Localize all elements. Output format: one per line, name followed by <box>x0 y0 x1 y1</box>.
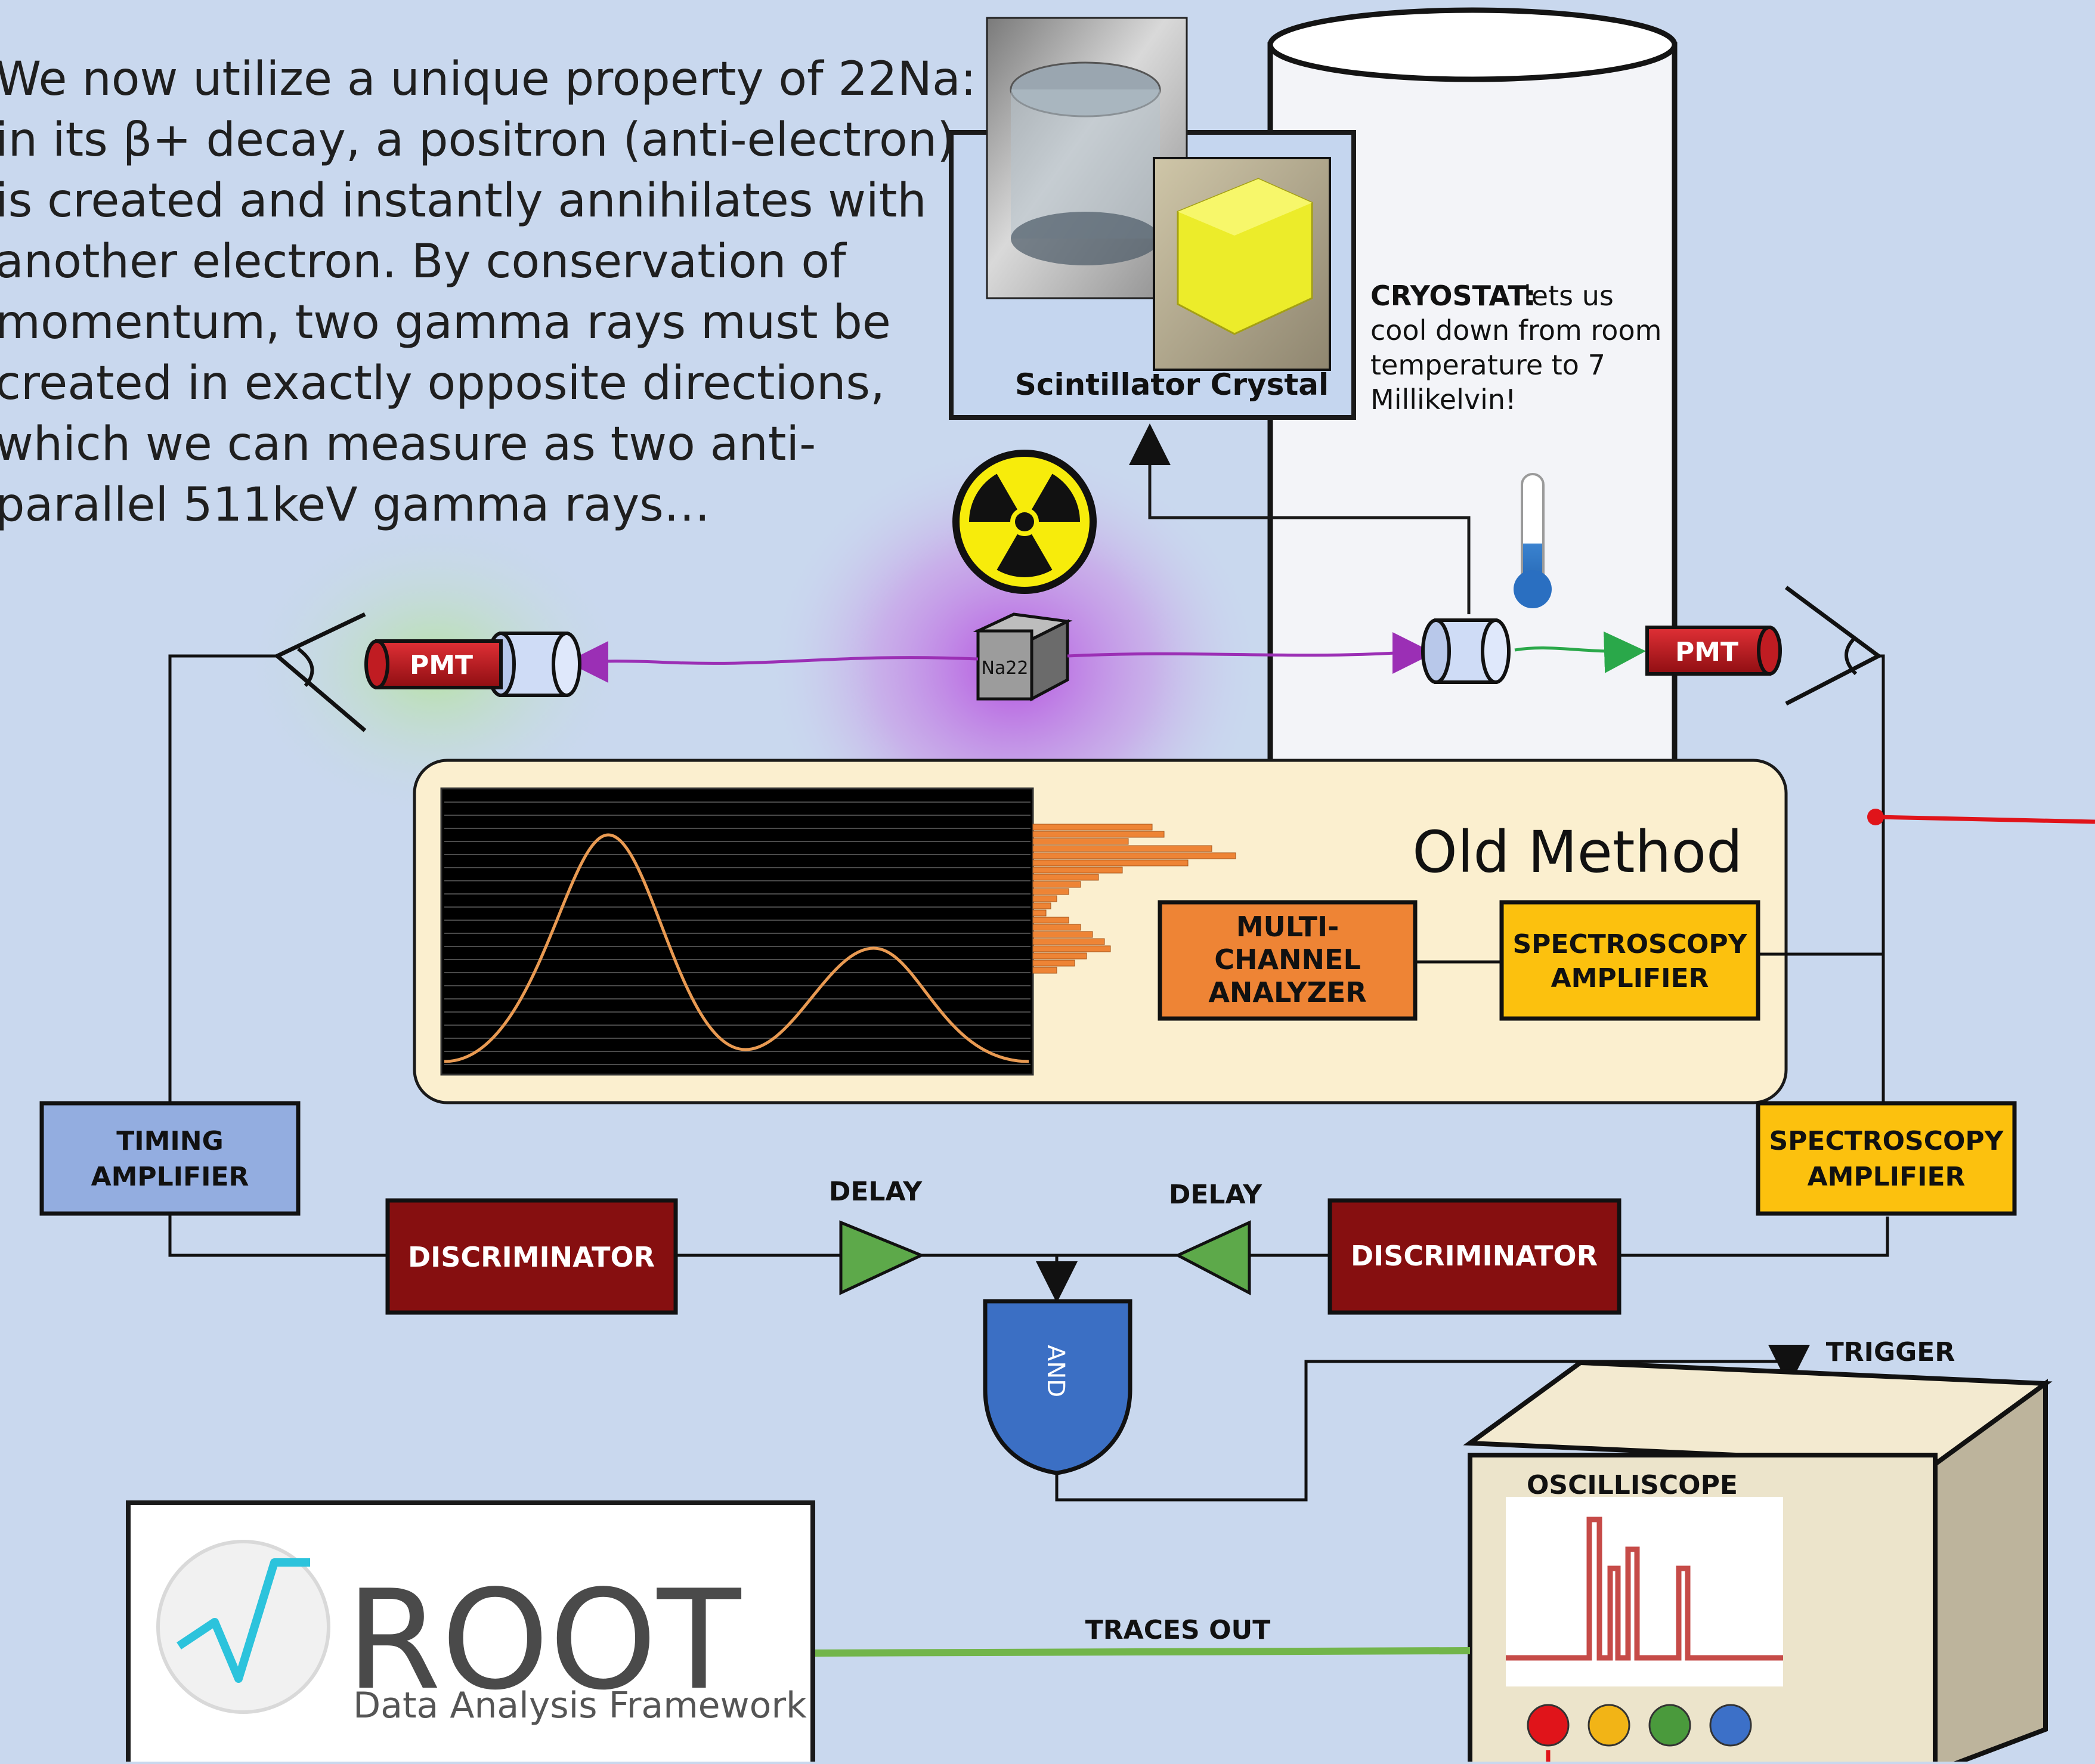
eye-icon <box>1784 586 1883 706</box>
spectrum-curve <box>444 833 1029 1063</box>
histogram-bar <box>1032 938 1105 945</box>
pmt-left-label: PMT <box>410 650 473 680</box>
histogram-bar <box>1032 888 1069 895</box>
light-to-pmt <box>1514 631 1646 673</box>
source-label: Na22 <box>982 658 1029 679</box>
red-wire <box>1875 815 2095 824</box>
blue-knob[interactable] <box>1709 1704 1752 1747</box>
gamma-ray-left <box>567 640 979 683</box>
pmt-right-label: PMT <box>1675 637 1738 667</box>
trigger-label: TRIGGER <box>1826 1337 1955 1367</box>
crystal-zoom-arrow <box>1129 423 1471 614</box>
intro-line: which we can measure as two anti- <box>0 417 816 471</box>
intro-line: is created and instantly annihilates wit… <box>0 174 927 228</box>
timing-amp-line-1: TIMING <box>116 1126 223 1156</box>
spec-amp-line-1: SPECTROSCOPY <box>1769 1126 2004 1156</box>
discriminator-left <box>385 1198 678 1315</box>
right-detector: PMT <box>1421 618 1782 684</box>
histogram-bar <box>1032 859 1189 866</box>
red-knob[interactable] <box>1527 1704 1570 1747</box>
histogram-bar <box>1032 831 1165 838</box>
mca-line-3: ANALYZER <box>1208 976 1366 1008</box>
radiation-icon <box>952 450 1097 594</box>
histogram-bar <box>1032 902 1051 909</box>
and-gate <box>983 1299 1132 1475</box>
discriminator-left-label: DISCRIMINATOR <box>408 1241 655 1273</box>
cryostat-label: CRYOSTAT: lets us cool down from room te… <box>1370 280 1661 416</box>
timing-amp-line-2: AMPLIFIER <box>91 1162 249 1192</box>
histogram-bar <box>1032 931 1093 938</box>
scope-screen <box>1506 1497 1783 1686</box>
signal-wires <box>168 654 1889 1502</box>
mca-screen <box>440 787 1034 1076</box>
spectroscopy-amplifier-old <box>1499 900 1760 1021</box>
delay-right-label: DELAY <box>1169 1180 1262 1210</box>
histogram-bar <box>1032 874 1099 881</box>
intro-line: in its β+ decay, a positron (anti-electr… <box>0 113 955 167</box>
mca-line-1: MULTI- <box>1236 911 1339 943</box>
histogram-bars <box>1032 824 1236 974</box>
histogram-bar <box>1032 824 1153 831</box>
mca-line-2: CHANNEL <box>1214 943 1361 976</box>
old-method-title: Old Method <box>1412 819 1743 886</box>
root-logo[interactable]: ROOT Data Analysis Framework <box>126 1500 815 1764</box>
intro-line: momentum, two gamma rays must be <box>0 296 891 349</box>
red-wire-node <box>1867 809 1884 825</box>
histogram-bar <box>1032 845 1212 852</box>
histogram-bar <box>1032 881 1081 888</box>
root-subtitle: Data Analysis Framework <box>353 1685 807 1726</box>
timing-amplifier <box>39 1101 301 1216</box>
scintillator-box: Scintillator Crystal <box>949 17 1356 420</box>
spectroscopy-amplifier <box>1756 1101 2017 1216</box>
left-detector: PMT <box>364 632 581 697</box>
cryostat-line-2: cool down from room <box>1370 314 1661 346</box>
histogram-bar <box>1032 924 1081 931</box>
discriminator-right <box>1327 1198 1621 1315</box>
traces-out-line <box>813 1647 1471 1657</box>
mca-box <box>1158 900 1418 1021</box>
discriminator-right-label: DISCRIMINATOR <box>1351 1240 1598 1272</box>
intro-line: We now utilize a unique property of 22Na… <box>0 52 977 106</box>
oscilloscope: OSCILLISCOPE <box>1463 1360 2053 1764</box>
cryostat-title: CRYOSTAT: <box>1370 280 1536 312</box>
scintillator-label: Scintillator Crystal <box>1015 367 1329 402</box>
gamma-ray-right <box>1067 632 1434 674</box>
screen-scanlines <box>444 801 1031 1065</box>
spec-amp-line-2: AMPLIFIER <box>1808 1162 1966 1192</box>
scope-trace <box>1506 1517 1783 1661</box>
thermometer-icon <box>1514 473 1552 608</box>
cryostat-line-1: lets us <box>1524 280 1614 312</box>
histogram-bar <box>1032 909 1047 917</box>
histogram-bar <box>1032 917 1069 924</box>
cryostat-line-4: Millikelvin! <box>1370 383 1517 416</box>
histogram-bar <box>1032 852 1236 859</box>
oscilloscope-label: OSCILLISCOPE <box>1527 1470 1738 1500</box>
yellow-knob[interactable] <box>1588 1704 1630 1747</box>
na22-source: Na22 <box>973 612 1073 702</box>
and-gate-label: AND <box>1042 1345 1069 1397</box>
intro-paragraph: We now utilize a unique property of 22Na… <box>0 49 977 536</box>
histogram-bar <box>1032 967 1057 974</box>
histogram-bar <box>1032 960 1075 967</box>
histogram-bar <box>1032 952 1087 960</box>
traces-out-label: TRACES OUT <box>1085 1615 1270 1645</box>
intro-line: another electron. By conservation of <box>0 235 846 289</box>
histogram-bar <box>1032 866 1123 874</box>
delay-right <box>1174 1220 1251 1296</box>
histogram-bar <box>1032 945 1111 952</box>
delay-left-label: DELAY <box>829 1177 923 1207</box>
histogram-bar <box>1032 895 1057 902</box>
intro-line: parallel 511keV gamma rays… <box>0 478 710 532</box>
root-logo-icon <box>156 1540 330 1714</box>
delay-left <box>839 1220 926 1295</box>
spec-amp-old-line-1: SPECTROSCOPY <box>1512 929 1747 960</box>
intro-line: created in exactly opposite directions, <box>0 357 885 410</box>
spec-amp-old-line-2: AMPLIFIER <box>1551 963 1709 994</box>
cryostat-line-3: temperature to 7 <box>1370 349 1605 381</box>
cryostat <box>1267 7 1678 800</box>
root-title: ROOT <box>346 1561 742 1720</box>
histogram-bar <box>1032 838 1129 845</box>
green-knob[interactable] <box>1648 1704 1691 1747</box>
